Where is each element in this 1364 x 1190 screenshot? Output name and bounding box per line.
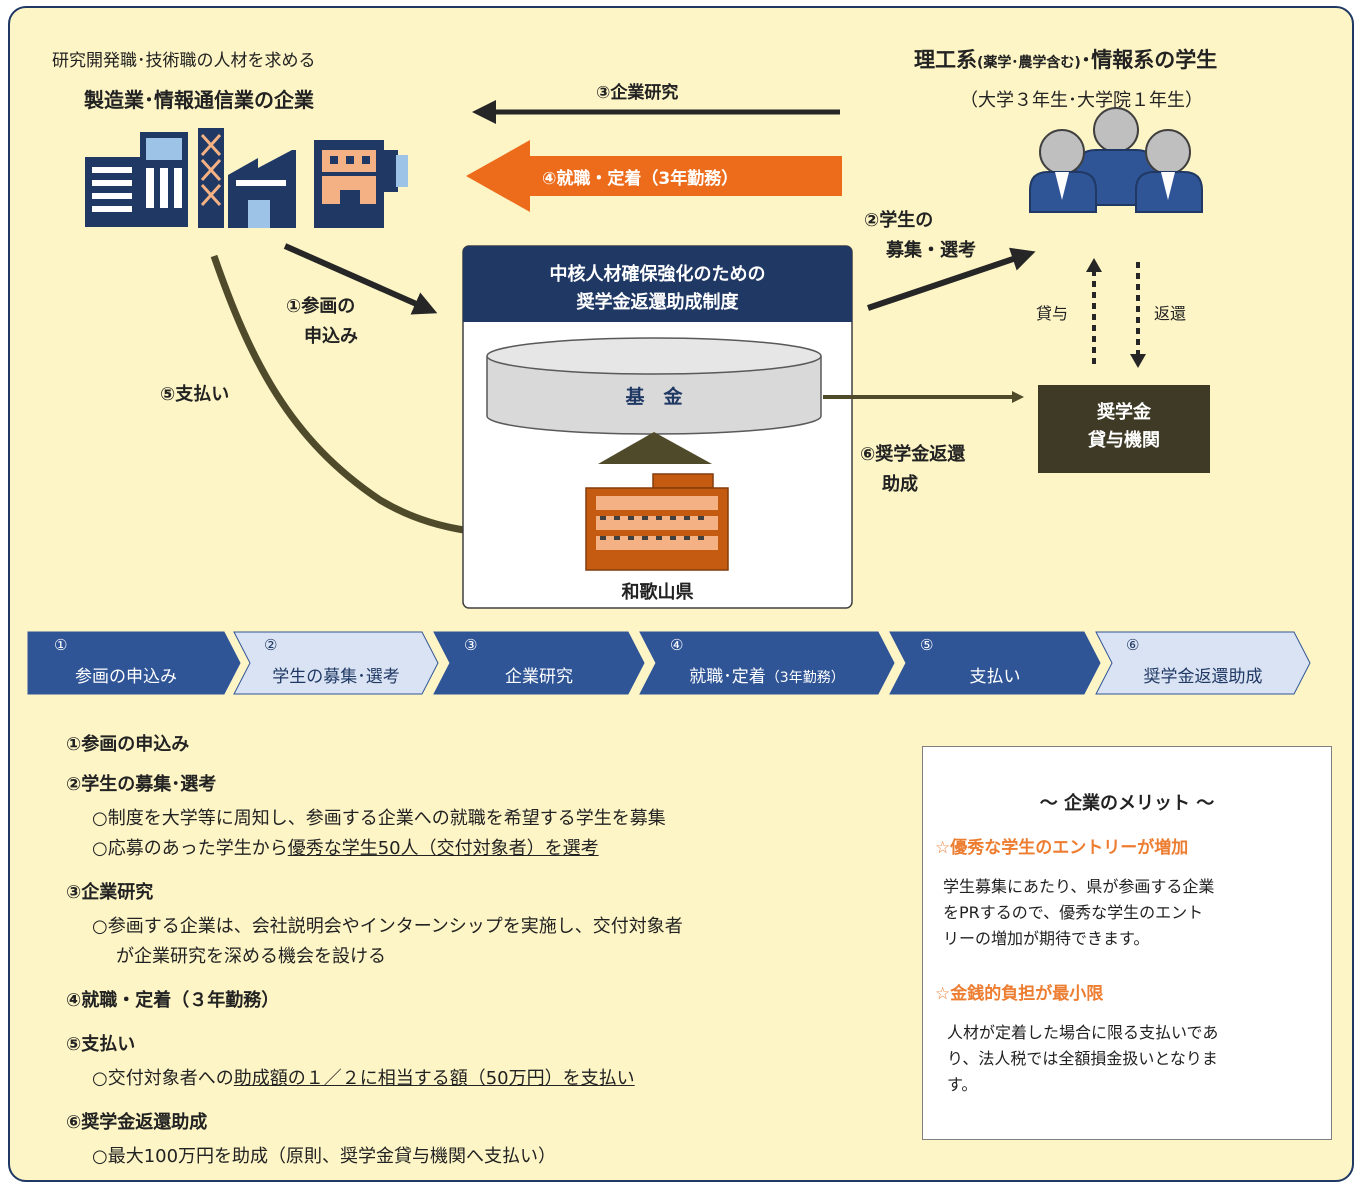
step-label-2: 学生の募集･選考 — [272, 667, 400, 687]
step-chevron-4 — [639, 631, 895, 695]
step-number-4: ④ — [670, 636, 684, 654]
up-arrow-triangle — [598, 432, 712, 464]
detail-h2-line1: ○制度を大学等に周知し、参画する企業への就職を希望する学生を募集 — [92, 808, 666, 829]
student-title: 理工系(薬学･農学含む)･情報系の学生 — [914, 48, 1218, 72]
detail-h2: ②学生の募集･選考 — [66, 774, 217, 795]
detail-h6: ⑥奨学金返還助成 — [66, 1112, 208, 1133]
step-number-3: ③ — [464, 636, 478, 654]
detail-h3-line1: ○参画する企業は、会社説明会やインターンシップを実施し、交付対象者 — [92, 916, 683, 937]
student-subtitle: （大学３年生･大学院１年生） — [960, 90, 1203, 111]
lender-label-2: 貸与機関 — [1088, 430, 1160, 451]
merit-box: ～ 企業のメリット ～ ☆優秀な学生のエントリーが増加 学生募集にあたり、県が参… — [922, 746, 1332, 1140]
step-label-6: 奨学金返還助成 — [1143, 667, 1263, 687]
arrow-employment — [466, 140, 842, 212]
arrow-recruit-label-2: 募集・選考 — [886, 240, 976, 261]
step-number-1: ① — [54, 636, 68, 654]
prefecture-building-icon — [585, 473, 729, 571]
merit-title: ～ 企業のメリット ～ — [1039, 793, 1215, 814]
step-chevron-6 — [1095, 631, 1311, 695]
arrow-application-label-2: 申込み — [304, 326, 358, 347]
students-icon — [1029, 107, 1203, 213]
step-label-3: 企業研究 — [505, 667, 573, 687]
fund-cylinder-icon — [486, 337, 822, 435]
step-chevron-5 — [889, 631, 1101, 695]
merit-2-title: ☆金銭的負担が最小限 — [935, 984, 1104, 1004]
arrow-application — [283, 243, 438, 315]
detail-h3: ③企業研究 — [66, 882, 154, 903]
arrow-application-label-1: ①参画の — [286, 296, 356, 317]
detail-h4: ④就職・定着（３年勤務） — [66, 990, 280, 1011]
system-title-1: 中核人材確保強化のための — [549, 264, 766, 285]
step-label-1: 参画の申込み — [75, 667, 177, 687]
merit-2-line2: り、法人税では全額損金扱いとなりま — [947, 1049, 1218, 1068]
step-chevron-1 — [27, 631, 241, 695]
merit-2-line1: 人材が定着した場合に限る支払いであ — [947, 1023, 1219, 1042]
step-chevron-3 — [433, 631, 645, 695]
arrow-aid-label-1: ⑥奨学金返還 — [860, 444, 966, 465]
detail-h5-line1: ○交付対象者への助成額の１／２に相当する額（50万円）を支払い — [92, 1068, 635, 1089]
merit-1-line1: 学生募集にあたり、県が参画する企業 — [943, 877, 1215, 896]
detail-h6-line1: ○最大100万円を助成（原則、奨学金貸与機関へ支払い） — [92, 1146, 557, 1167]
merit-1-title: ☆優秀な学生のエントリーが増加 — [935, 838, 1189, 858]
step-number-2: ② — [264, 636, 278, 654]
company-buildings-icon — [85, 128, 408, 228]
prefecture-label: 和歌山県 — [621, 582, 694, 603]
step-number-6: ⑥ — [1126, 636, 1140, 654]
system-title-2: 奨学金返還助成制度 — [576, 292, 739, 313]
merit-1-line3: リーの増加が期待できます。 — [943, 929, 1150, 948]
company-subtitle: 研究開発職･技術職の人材を求める — [52, 51, 316, 71]
arrow-employment-label: ④就職・定着（3年勤務） — [542, 169, 739, 189]
lender-label-1: 奨学金 — [1097, 402, 1151, 423]
arrow-aid-label-2: 助成 — [882, 474, 918, 495]
repay-label: 返還 — [1154, 304, 1187, 323]
arrow-payment-label: ⑤支払い — [160, 384, 230, 405]
arrow-recruit-label-1: ②学生の — [864, 210, 934, 231]
step-number-5: ⑤ — [920, 636, 934, 654]
company-title: 製造業･情報通信業の企業 — [84, 88, 314, 112]
merit-1-line2: をPRするので、優秀な学生のエント — [943, 903, 1204, 922]
merit-2-line3: す。 — [947, 1075, 978, 1094]
step-label-4: 就職･定着（3年勤務） — [689, 667, 845, 687]
step-chevron-2 — [233, 631, 439, 695]
detail-h3-line2: が企業研究を深める機会を設ける — [116, 946, 386, 967]
lend-label: 貸与 — [1036, 304, 1069, 323]
detail-h2-line2: ○応募のあった学生から優秀な学生50人（交付対象者）を選考 — [92, 838, 599, 859]
lender-box — [1038, 385, 1210, 473]
arrow-recruit — [867, 247, 1036, 311]
detail-h5: ⑤支払い — [66, 1034, 136, 1055]
fund-label: 基 金 — [625, 386, 683, 408]
arrow-research-label: ③企業研究 — [596, 83, 679, 103]
detail-h1: ①参画の申込み — [66, 734, 190, 755]
step-label-5: 支払い — [969, 667, 1021, 687]
